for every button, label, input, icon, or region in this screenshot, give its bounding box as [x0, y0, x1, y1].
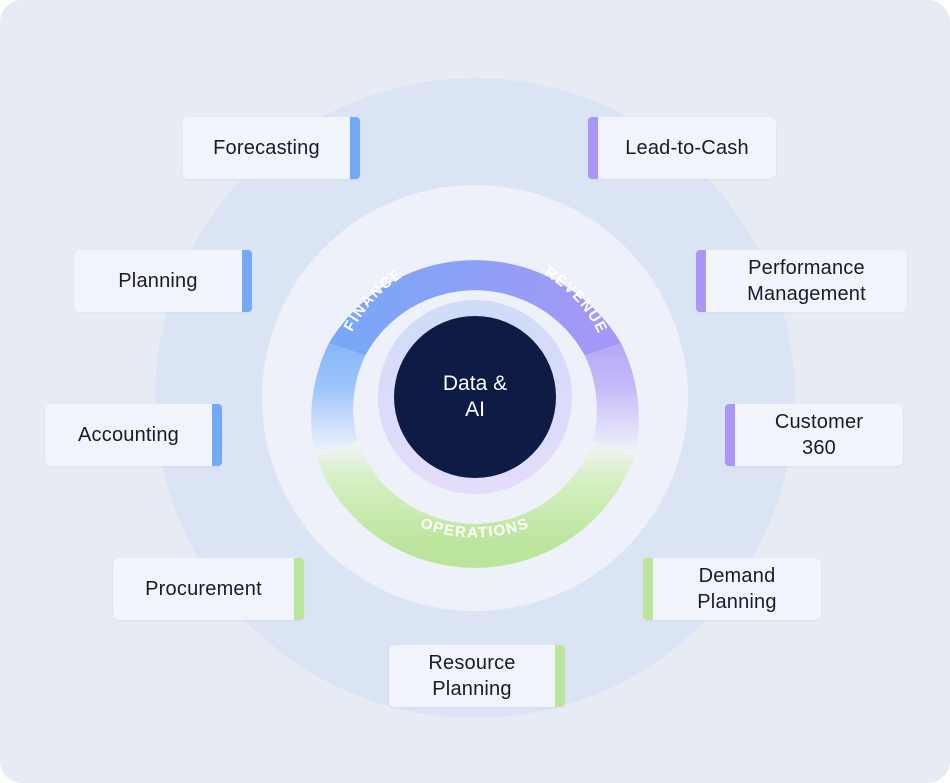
core-label: Data & AI [394, 316, 556, 478]
revenue-accent-bar [588, 117, 598, 179]
card-performance-management: Performance Management [696, 250, 907, 312]
card-label: Demand Planning [697, 565, 777, 613]
finance-accent-bar [350, 117, 360, 179]
card-label: Lead-to-Cash [625, 137, 749, 159]
ring-finance-side [311, 343, 366, 457]
card-forecasting: Forecasting [183, 117, 360, 179]
card-label: Planning [118, 270, 198, 292]
card-demand-planning: Demand Planning [643, 558, 821, 620]
ring-top-segment [328, 260, 622, 356]
card-label: Resource Planning [428, 652, 516, 700]
core-label-line2: AI [465, 398, 485, 421]
card-label: Procurement [145, 578, 262, 600]
core-label-line1: Data & [442, 372, 508, 395]
finance-accent-bar [212, 404, 222, 466]
card-label: Accounting [78, 424, 179, 446]
card-accounting: Accounting [45, 404, 222, 466]
card-customer-360: Customer 360 [725, 404, 903, 466]
finance-accent-bar [242, 250, 252, 312]
card-lead-to-cash: Lead-to-Cash [588, 117, 776, 179]
operations-accent-bar [294, 558, 304, 620]
operations-accent-bar [555, 645, 565, 707]
card-resource-planning: Resource Planning [389, 645, 565, 707]
ring-revenue-side [584, 343, 639, 457]
ring-operations-segment [315, 441, 635, 568]
revenue-accent-bar [725, 404, 735, 466]
card-label: Customer 360 [774, 411, 864, 459]
card-label: Performance Management [747, 257, 866, 305]
card-planning: Planning [74, 250, 252, 312]
card-label: Forecasting [213, 137, 320, 159]
card-procurement: Procurement [113, 558, 304, 620]
core-circle [394, 316, 556, 478]
revenue-accent-bar [696, 250, 706, 312]
operations-accent-bar [643, 558, 653, 620]
